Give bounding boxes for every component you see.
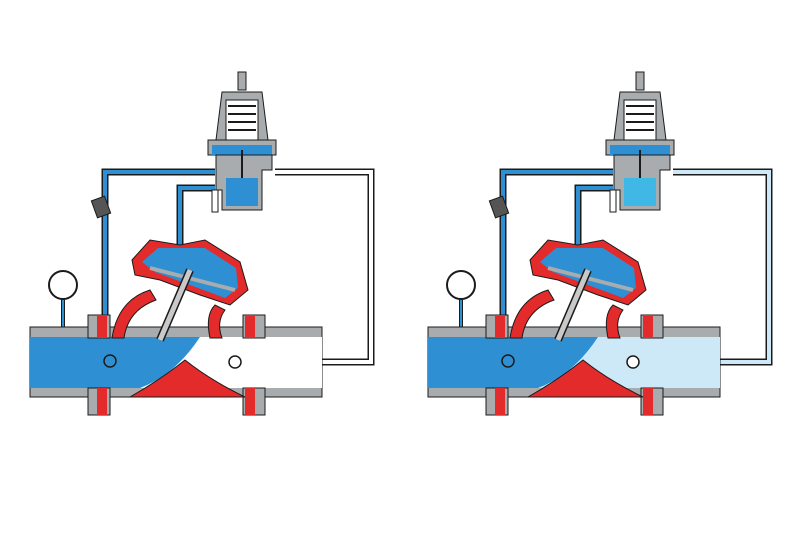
valve-closed-panel xyxy=(30,72,371,415)
valve-open-panel xyxy=(428,72,769,415)
